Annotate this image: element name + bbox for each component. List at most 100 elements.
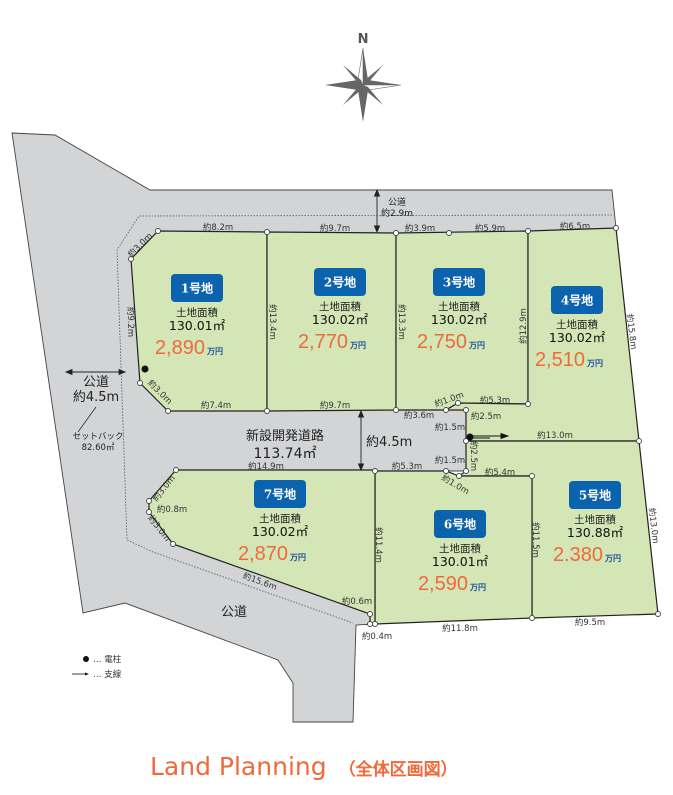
north-road-name: 公道 — [388, 196, 406, 208]
lot-badge — [314, 268, 366, 296]
lot-area-label: 土地面積 — [556, 318, 598, 331]
guy-wire-icon — [470, 432, 510, 440]
lot-area: 130.02㎡ — [312, 312, 369, 327]
dimension-label: 約6.5m — [560, 221, 590, 232]
dimension-label: 約5.4m — [485, 467, 515, 478]
dimension-label: 約8.2m — [203, 222, 233, 233]
lot-price-unit: 万円 — [468, 341, 485, 350]
lot-area: 130.01㎡ — [432, 554, 489, 569]
dimension-label: 約9.2m — [125, 307, 136, 337]
page-title: Land Planning （全体区画図） — [150, 752, 458, 781]
dimension-label: 約0.6m — [342, 596, 372, 607]
setback-area: 82.60㎡ — [82, 443, 115, 453]
lot-name: 1号地 — [181, 281, 213, 296]
lot-area-label: 土地面積 — [439, 542, 481, 555]
lot-badge — [569, 481, 621, 509]
lot-name: 3号地 — [443, 275, 475, 290]
title-sub: （全体区画図） — [338, 760, 458, 780]
dimension-label: 約3.6m — [404, 410, 434, 421]
dimension-label: 約3.9m — [405, 223, 435, 234]
lot-price: 2,590 — [418, 573, 468, 595]
new-road-area: 113.74㎡ — [254, 446, 317, 462]
lot-area-label: 土地面積 — [438, 300, 480, 313]
legend-wire-label: … 支線 — [93, 669, 122, 680]
lot-badge — [551, 286, 603, 314]
dimension-label: 約7.4m — [201, 400, 231, 411]
dimension-label: 約9.5m — [575, 617, 605, 628]
lot-name: 7号地 — [264, 487, 296, 502]
dimension-label: 約13.3m — [396, 304, 407, 340]
west-road-name: 公道 — [83, 375, 109, 390]
dimension-label: 約1.5m — [435, 455, 465, 466]
setback-label: セットバック — [72, 432, 123, 442]
setback-line — [116, 214, 613, 624]
lot-price: 2,510 — [535, 349, 585, 371]
lot-price: 2,750 — [417, 331, 467, 353]
lot-price-unit: 万円 — [586, 359, 603, 368]
dimension-label: 約13.0m — [537, 430, 573, 441]
dimension-label: 約12.9m — [518, 308, 529, 344]
dimension-label: 約2.5m — [471, 411, 501, 422]
dimension-label: 約9.7m — [320, 223, 350, 234]
dimension-label: 約1.5m — [435, 422, 465, 433]
north-road-width: 約2.9m — [381, 207, 413, 219]
dimension-label: 約15.8m — [624, 313, 639, 350]
lot-badge — [171, 274, 223, 302]
dimension-arrows — [64, 188, 381, 472]
dimension-label: 約13.0m — [646, 507, 661, 544]
lot-area-label: 土地面積 — [259, 512, 301, 525]
lot-badge — [433, 268, 485, 296]
lot-price: 2.380 — [553, 544, 603, 566]
lot-price-unit: 万円 — [604, 554, 621, 563]
lot-price-unit: 万円 — [469, 583, 486, 592]
dimension-label: 約5.9m — [475, 223, 505, 234]
lot-price: 2,870 — [238, 543, 288, 565]
lot-area-label: 土地面積 — [574, 513, 616, 526]
compass-north-label: N — [358, 32, 369, 47]
lot-area: 130.88㎡ — [567, 525, 624, 540]
dimension-label: 約11.5m — [530, 522, 541, 558]
lot-price-unit: 万円 — [289, 553, 306, 562]
dimension-label: 約5.3m — [480, 395, 510, 406]
lot-name: 6号地 — [444, 517, 476, 532]
lot-badge — [254, 480, 306, 508]
dimension-label: 約5.3m — [392, 461, 422, 472]
dimension-label: 約9.7m — [320, 400, 350, 411]
lot-price-unit: 万円 — [206, 347, 223, 356]
lot-name: 2号地 — [324, 275, 356, 290]
lot-price-unit: 万円 — [349, 341, 366, 350]
new-road-width: 約4.5m — [366, 435, 412, 450]
lot-area: 130.01㎡ — [169, 318, 226, 333]
lot-badge — [434, 510, 486, 538]
lot-area: 130.02㎡ — [549, 330, 606, 345]
dimension-label: 約0.4m — [362, 631, 392, 642]
lot-price: 2,890 — [155, 337, 205, 359]
compass-rose-icon: N — [325, 32, 402, 122]
new-road-name: 新設開発道路 — [246, 428, 324, 444]
utility-pole-icon — [466, 433, 474, 441]
utility-pole-icon — [83, 656, 89, 662]
south-road-name: 公道 — [221, 605, 247, 620]
dimension-label: 約11.8m — [442, 623, 478, 634]
dimension-label: 約13.4m — [267, 304, 278, 340]
lot-name: 4号地 — [561, 293, 593, 308]
lot-area: 130.02㎡ — [252, 524, 309, 539]
dimension-label: 約0.8m — [157, 504, 187, 515]
west-road-width: 約4.5m — [73, 390, 119, 405]
legend-pole-label: … 電柱 — [93, 654, 122, 665]
legend: … 電柱 … 支線 — [72, 654, 122, 680]
lot-area-label: 土地面積 — [319, 300, 361, 313]
lot-name: 5号地 — [579, 488, 611, 503]
utility-pole-icon — [141, 365, 149, 373]
dimension-label: 約11.4m — [373, 527, 384, 563]
title-main: Land Planning — [150, 752, 327, 781]
boundary-markers — [128, 225, 661, 627]
